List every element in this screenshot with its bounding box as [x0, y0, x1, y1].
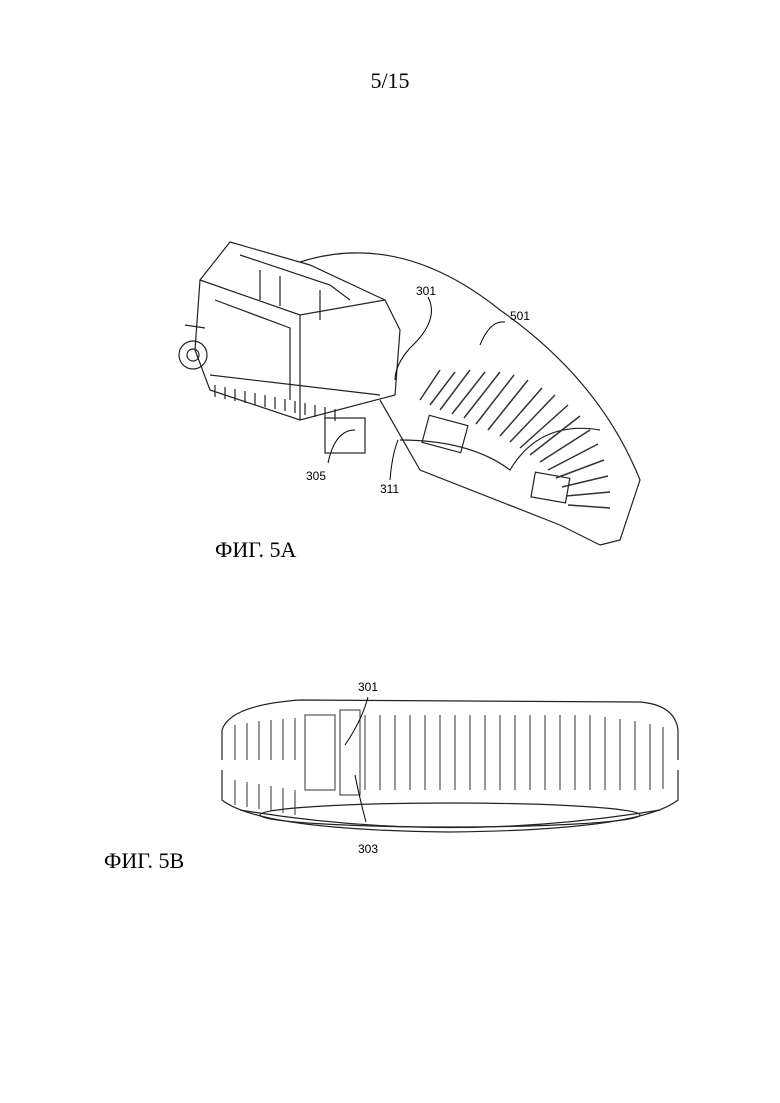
ref-numeral-305: 305 [306, 469, 326, 483]
ref-numeral-501: 501 [510, 309, 530, 323]
ref-numeral-311: 311 [380, 482, 399, 496]
ref-numeral-301-5b: 301 [358, 680, 378, 694]
figure-caption-5a: ФИГ. 5А [215, 537, 296, 563]
figure-caption-5b: ФИГ. 5В [104, 848, 184, 874]
ref-numeral-303: 303 [358, 842, 378, 856]
ref-numeral-301-5a: 301 [416, 284, 436, 298]
